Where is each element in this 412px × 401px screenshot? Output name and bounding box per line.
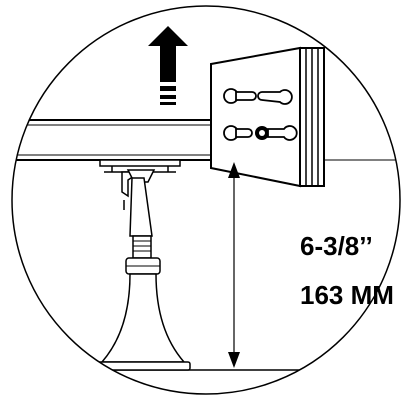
detail-view xyxy=(12,26,400,371)
dimension-imperial-label: 6-3/8’’ xyxy=(300,231,373,261)
keyhole-slot-icon xyxy=(257,89,293,105)
keyhole-slot-icon xyxy=(223,125,253,141)
side-bracket xyxy=(210,46,325,188)
up-arrow-icon xyxy=(148,26,188,105)
dimension-arrow-icon xyxy=(228,162,240,368)
adjustable-leg xyxy=(95,177,191,371)
keyhole-slot-icon xyxy=(267,125,298,141)
keyhole-slot-icon xyxy=(223,88,257,104)
dimension-metric-label: 163 MM xyxy=(300,280,394,310)
frame-rail xyxy=(12,119,233,161)
detail-circle xyxy=(11,5,401,395)
screw-icon xyxy=(255,126,269,140)
